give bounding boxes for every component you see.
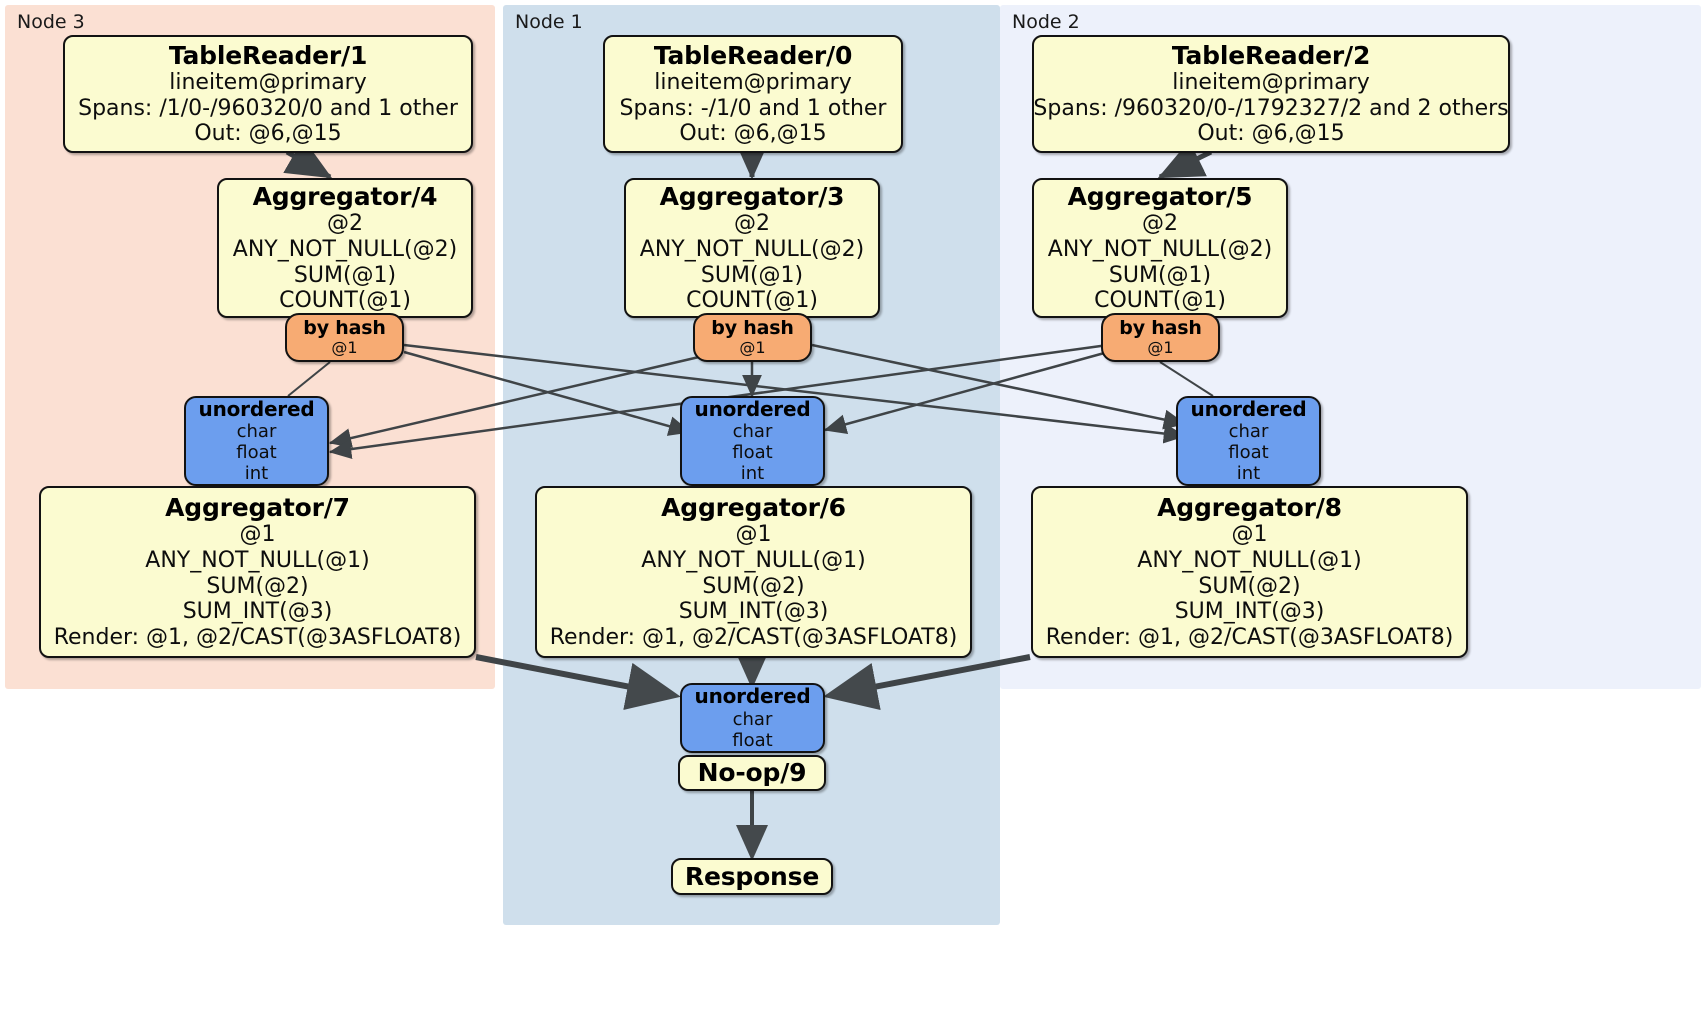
- processor-title: Aggregator/7: [165, 493, 350, 523]
- stream-type-line: char: [1228, 421, 1269, 443]
- processor-aggregator-4[interactable]: Aggregator/4 @2 ANY_NOT_NULL(@2) SUM(@1)…: [217, 178, 473, 318]
- stream-type-line: float: [732, 442, 773, 464]
- stream-unordered-right[interactable]: unordered char float int: [1176, 396, 1321, 486]
- processor-detail-line: SUM_INT(@3): [182, 599, 333, 625]
- processor-table-reader-2[interactable]: TableReader/2 lineitem@primary Spans: /9…: [1032, 35, 1510, 153]
- processor-detail-line: Spans: -/1/0 and 1 other: [619, 95, 887, 121]
- node-panel-label-node2: Node 2: [1012, 11, 1080, 33]
- processor-detail-line: @1: [239, 522, 276, 548]
- processor-detail-line: ANY_NOT_NULL(@2): [232, 236, 458, 262]
- processor-detail-line: COUNT(@1): [686, 288, 818, 314]
- processor-noop-9[interactable]: No-op/9: [678, 755, 826, 791]
- processor-detail-line: lineitem@primary: [169, 70, 367, 96]
- processor-title: Aggregator/5: [1067, 181, 1253, 211]
- processor-detail-line: SUM(@2): [1198, 573, 1301, 599]
- processor-detail-line: @1: [1231, 522, 1268, 548]
- router-by-hash-center[interactable]: by hash @1: [693, 313, 812, 362]
- stream-type-line: int: [1236, 463, 1261, 485]
- node-panel-label-node1: Node 1: [515, 11, 583, 33]
- processor-detail-line: @2: [327, 211, 363, 237]
- router-title: by hash: [303, 317, 386, 340]
- processor-title: TableReader/2: [1171, 40, 1371, 70]
- processor-title: Aggregator/4: [252, 181, 438, 211]
- stream-unordered-center[interactable]: unordered char float int: [680, 396, 825, 486]
- processor-title: Aggregator/8: [1157, 493, 1342, 523]
- processor-aggregator-7[interactable]: Aggregator/7 @1 ANY_NOT_NULL(@1) SUM(@2)…: [39, 486, 476, 658]
- processor-detail-line: @2: [734, 211, 770, 237]
- processor-response[interactable]: Response: [671, 858, 833, 895]
- processor-aggregator-8[interactable]: Aggregator/8 @1 ANY_NOT_NULL(@1) SUM(@2)…: [1031, 486, 1468, 658]
- processor-render-line: Render: @1, @2/CAST(@3ASFLOAT8): [1045, 625, 1454, 651]
- router-by-hash-right[interactable]: by hash @1: [1101, 313, 1220, 362]
- processor-aggregator-6[interactable]: Aggregator/6 @1 ANY_NOT_NULL(@1) SUM(@2)…: [535, 486, 972, 658]
- processor-detail-line: SUM(@1): [293, 262, 397, 288]
- processor-detail-line: lineitem@primary: [1172, 70, 1370, 96]
- processor-detail-line: SUM(@1): [700, 262, 804, 288]
- stream-unordered-final[interactable]: unordered char float: [680, 683, 825, 753]
- stream-type-line: char: [732, 708, 773, 730]
- processor-detail-line: ANY_NOT_NULL(@2): [1047, 236, 1273, 262]
- processor-title: TableReader/0: [653, 40, 853, 70]
- processor-title: Response: [684, 861, 820, 891]
- processor-detail-line: ANY_NOT_NULL(@1): [641, 548, 866, 574]
- processor-detail-line: Out: @6,@15: [194, 121, 342, 147]
- stream-type-line: char: [236, 421, 277, 443]
- processor-detail-line: SUM(@2): [206, 573, 309, 599]
- router-title: by hash: [711, 317, 794, 340]
- router-detail-line: @1: [1147, 338, 1174, 358]
- router-by-hash-left[interactable]: by hash @1: [285, 313, 404, 362]
- stream-title: unordered: [1190, 396, 1307, 421]
- processor-detail-line: SUM(@2): [702, 573, 805, 599]
- router-title: by hash: [1119, 317, 1202, 340]
- stream-type-line: char: [732, 421, 773, 443]
- processor-title: TableReader/1: [168, 40, 368, 70]
- processor-aggregator-3[interactable]: Aggregator/3 @2 ANY_NOT_NULL(@2) SUM(@1)…: [624, 178, 880, 318]
- processor-detail-line: SUM_INT(@3): [678, 599, 829, 625]
- processor-table-reader-0[interactable]: TableReader/0 lineitem@primary Spans: -/…: [603, 35, 903, 153]
- processor-detail-line: Out: @6,@15: [679, 121, 827, 147]
- processor-detail-line: SUM_INT(@3): [1174, 599, 1325, 625]
- processor-detail-line: Spans: /1/0-/960320/0 and 1 other: [78, 95, 458, 121]
- processor-detail-line: ANY_NOT_NULL(@1): [145, 548, 370, 574]
- stream-title: unordered: [694, 396, 811, 421]
- stream-type-line: float: [732, 729, 773, 751]
- stream-title: unordered: [694, 684, 811, 709]
- processor-render-line: Render: @1, @2/CAST(@3ASFLOAT8): [53, 625, 462, 651]
- stream-title: unordered: [198, 396, 315, 421]
- stream-unordered-left[interactable]: unordered char float int: [184, 396, 329, 486]
- processor-title: Aggregator/6: [661, 493, 846, 523]
- router-detail-line: @1: [331, 338, 358, 358]
- node-panel-label-node3: Node 3: [17, 11, 85, 33]
- processor-detail-line: COUNT(@1): [1094, 288, 1226, 314]
- processor-detail-line: SUM(@1): [1108, 262, 1212, 288]
- processor-detail-line: ANY_NOT_NULL(@1): [1137, 548, 1362, 574]
- processor-render-line: Render: @1, @2/CAST(@3ASFLOAT8): [549, 625, 958, 651]
- router-detail-line: @1: [739, 338, 766, 358]
- stream-type-line: int: [244, 463, 269, 485]
- stream-type-line: int: [740, 463, 765, 485]
- processor-detail-line: @2: [1142, 211, 1178, 237]
- processor-title: Aggregator/3: [659, 181, 845, 211]
- processor-aggregator-5[interactable]: Aggregator/5 @2 ANY_NOT_NULL(@2) SUM(@1)…: [1032, 178, 1288, 318]
- processor-detail-line: Spans: /960320/0-/1792327/2 and 2 others: [1033, 95, 1509, 121]
- processor-table-reader-1[interactable]: TableReader/1 lineitem@primary Spans: /1…: [63, 35, 473, 153]
- processor-detail-line: ANY_NOT_NULL(@2): [639, 236, 865, 262]
- processor-title: No-op/9: [697, 758, 807, 788]
- stream-type-line: float: [1228, 442, 1269, 464]
- processor-detail-line: COUNT(@1): [279, 288, 411, 314]
- processor-detail-line: @1: [735, 522, 772, 548]
- stream-type-line: float: [236, 442, 277, 464]
- processor-detail-line: Out: @6,@15: [1197, 121, 1345, 147]
- processor-detail-line: lineitem@primary: [654, 70, 852, 96]
